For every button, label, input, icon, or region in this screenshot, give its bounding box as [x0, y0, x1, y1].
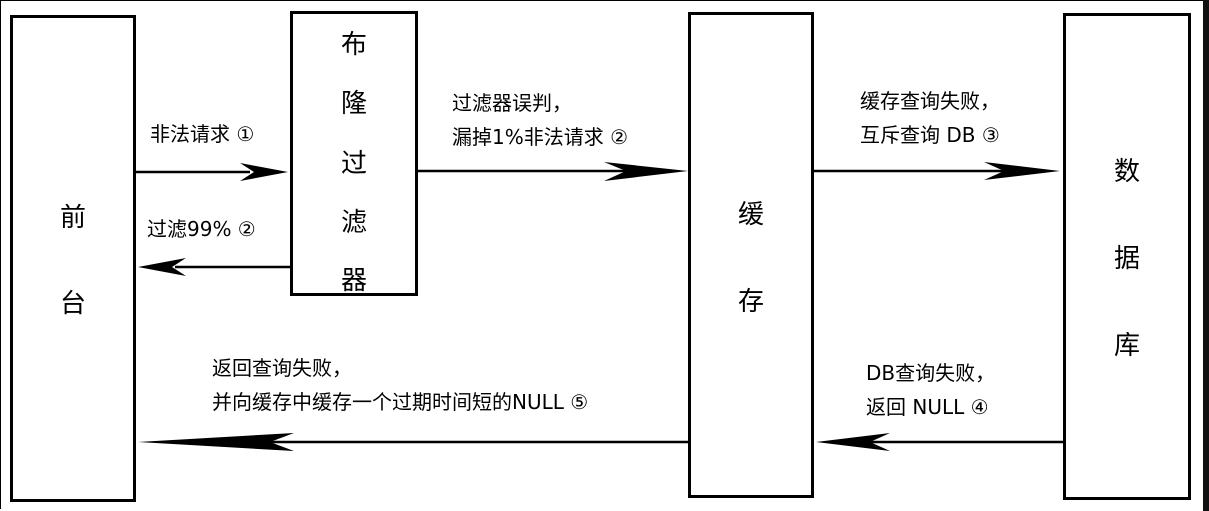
edge-label-line: 并向缓存中缓存一个过期时间短的NULL ⑤ [212, 390, 589, 414]
edge-label-filter-misjudge: 过滤器误判， 漏掉1%非法请求 ② [452, 86, 628, 154]
bloom-filter-label-char: 滤 [340, 208, 367, 238]
edge-label-line: 返回查询失败， [212, 356, 352, 380]
bloom-filter-label-char: 器 [340, 266, 367, 296]
edge-label-line: 非法请求 ① [150, 122, 255, 146]
arrow-cache-to-frontend [138, 433, 688, 451]
database-label-char: 据 [1113, 244, 1140, 274]
edge-label-line: 互斥查询 DB ③ [860, 123, 1000, 147]
arrow-bloom-to-cache [417, 162, 688, 181]
frontend-label-char: 台 [59, 289, 86, 319]
arrow-bloom-to-frontend [138, 258, 290, 276]
bloom-filter-label-char: 隆 [340, 89, 367, 119]
frontend-box: 前 台 [10, 15, 136, 502]
right-edge-bar [1203, 0, 1209, 511]
bloom-filter-label-char: 布 [340, 30, 367, 60]
edge-label-return-failure: 返回查询失败， 并向缓存中缓存一个过期时间短的NULL ⑤ [212, 351, 588, 419]
arrow-frontend-to-bloom [135, 163, 288, 181]
cache-label-char: 存 [737, 287, 764, 317]
bloom-filter-label-char: 过 [340, 149, 367, 179]
edge-label-line: 返回 NULL ④ [866, 395, 989, 419]
database-box: 数 据 库 [1063, 13, 1191, 500]
cache-box: 缓 存 [688, 12, 814, 498]
arrow-database-to-cache [816, 433, 1063, 451]
bloom-filter-box: 布 隆 过 滤 器 [290, 11, 418, 296]
edge-label-db-miss: DB查询失败， 返回 NULL ④ [866, 356, 995, 424]
cache-label-char: 缓 [737, 200, 764, 230]
edge-label-filter-99: 过滤99% ② [147, 212, 256, 246]
database-label-char: 数 [1113, 157, 1140, 187]
edge-label-line: DB查询失败， [866, 361, 996, 385]
arrow-cache-to-database [813, 162, 1060, 180]
edge-label-line: 漏掉1%非法请求 ② [452, 125, 629, 149]
edge-label-line: 过滤99% ② [147, 217, 256, 241]
edge-label-cache-miss: 缓存查询失败， 互斥查询 DB ③ [860, 84, 1000, 152]
edge-label-line: 缓存查询失败， [860, 89, 1000, 113]
edge-label-illegal-request: 非法请求 ① [150, 117, 254, 151]
edge-label-line: 过滤器误判， [452, 91, 572, 115]
frontend-label-char: 前 [59, 203, 86, 233]
database-label-char: 库 [1113, 331, 1140, 361]
